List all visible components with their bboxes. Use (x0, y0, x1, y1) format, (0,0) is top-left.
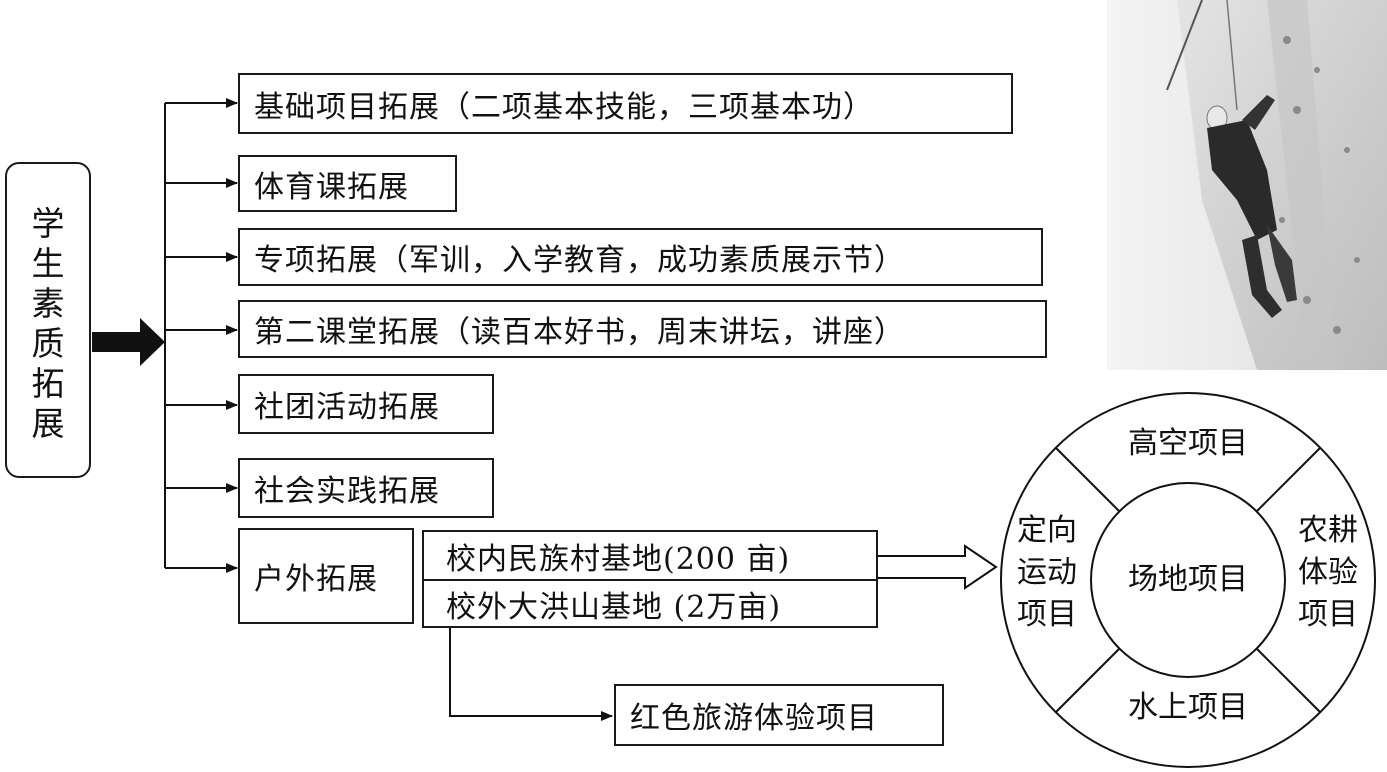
branch-second-class-label: 第二课堂拓展（读百本好书，周末讲坛，讲座） (254, 315, 905, 350)
branch-special: 专项拓展（军训，入学教育，成功素质展示节） (238, 228, 1043, 286)
red-tour-label: 红色旅游体验项目 (630, 701, 878, 736)
branch-social: 社会实践拓展 (238, 458, 494, 518)
climbing-wall-photo (1107, 0, 1387, 370)
ring-right-label: 农耕体验项目 (1298, 513, 1358, 632)
ring-left-label: 定向运动项目 (1017, 513, 1077, 632)
divider-bl (1055, 647, 1121, 713)
branch-pe-label: 体育课拓展 (254, 169, 409, 205)
base-dahongshan: 校外大洪山基地 (2万亩) (422, 579, 878, 628)
branch-basic-label: 基础项目拓展（二项基本技能，三项基本功） (254, 89, 874, 125)
ring-bottom-label: 水上项目 (1128, 690, 1248, 725)
branch-basic: 基础项目拓展（二项基本技能，三项基本功） (238, 73, 1013, 134)
main-arrow (92, 318, 165, 366)
branch-outdoor-label: 户外拓展 (254, 562, 378, 597)
inner-circle (1090, 482, 1286, 678)
base-dahongshan-label: 校外大洪山基地 (2万亩) (446, 589, 782, 625)
red-tour-box: 红色旅游体验项目 (614, 684, 944, 746)
hollow-arrow (875, 544, 998, 590)
branch-special-label: 专项拓展（军训，入学教育，成功素质展示节） (254, 243, 905, 278)
divider-tl (1055, 447, 1121, 513)
ring-diagram (1000, 392, 1376, 768)
branch-club: 社团活动拓展 (238, 374, 494, 434)
root-node: 学生素质拓展 (5, 162, 91, 478)
branch-club-label: 社团活动拓展 (254, 390, 440, 425)
base-campus-label: 校内民族村基地(200 亩) (446, 541, 791, 577)
divider-tr (1255, 447, 1321, 513)
branch-pe: 体育课拓展 (238, 155, 457, 212)
base-campus: 校内民族村基地(200 亩) (422, 530, 878, 581)
branch-outdoor: 户外拓展 (238, 528, 414, 624)
branch-social-label: 社会实践拓展 (254, 474, 440, 509)
red-tour-arrow (449, 628, 613, 721)
divider-br (1255, 647, 1321, 713)
root-label: 学生素质拓展 (7, 204, 89, 444)
ring-center-label: 场地项目 (1128, 562, 1248, 597)
branch-second-class: 第二课堂拓展（读百本好书，周末讲坛，讲座） (238, 300, 1047, 358)
root-text: 学生素质拓展 (31, 204, 65, 443)
ring-top-label: 高空项目 (1128, 426, 1248, 461)
